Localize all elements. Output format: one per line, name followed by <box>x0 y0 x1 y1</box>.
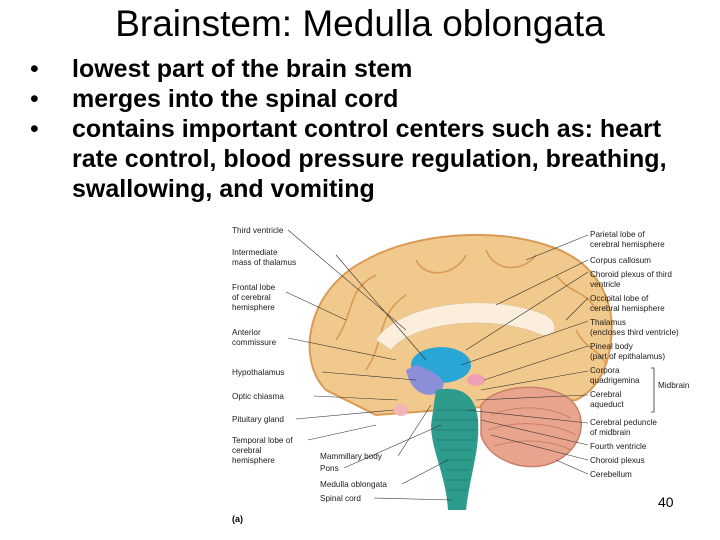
label-cerebral: Cerebral <box>590 390 622 399</box>
gyri-lines <box>335 249 607 371</box>
label-quadrigemina: quadrigemina <box>590 376 640 385</box>
label-temporal-hemisphere: hemisphere <box>232 456 275 465</box>
bullet-list: • lowest part of the brain stem • merges i… <box>26 54 706 204</box>
label-cerebellum: Cerebellum <box>590 470 632 479</box>
brainstem-shape <box>431 388 479 510</box>
label-corpora: Corpora <box>590 366 620 375</box>
label-occipital-lobe: Occipital lobe of <box>590 294 649 303</box>
label-hypothalamus: Hypothalamus <box>232 368 284 377</box>
cerebellum-folia <box>487 407 577 451</box>
label-of-midbrain: of midbrain <box>590 428 631 437</box>
brainstem-stripes <box>434 409 478 491</box>
label-medulla: Medulla oblongata <box>320 480 387 489</box>
label-third-ventricle: Third ventricle <box>232 226 284 235</box>
label-thalamus: Thalamus <box>590 318 626 327</box>
corpus-callosum-shape <box>375 302 556 351</box>
label-midbrain-group: Midbrain <box>658 381 690 390</box>
label-pineal: Pineal body <box>590 342 634 351</box>
slide-title: Brainstem: Medulla oblongata <box>115 3 605 44</box>
label-pineal-note: (part of epithalamus) <box>590 352 665 361</box>
bullet-text: lowest part of the brain stem <box>72 55 413 83</box>
label-thalamus-note: (encloses third ventricle) <box>590 328 679 337</box>
label-mass-thalamus: mass of thalamus <box>232 258 296 267</box>
label-choroid-third: Choroid plexus of third <box>590 270 672 279</box>
label-choroid-plexus: Choroid plexus <box>590 456 645 465</box>
bullet-item: • lowest part of the brain stem <box>26 54 706 84</box>
label-spinal-cord: Spinal cord <box>320 494 361 503</box>
leader-lines-right <box>460 234 589 475</box>
label-anterior: Anterior <box>232 328 261 337</box>
hypothalamus-shape <box>406 365 444 395</box>
bullet-dot: • <box>30 115 39 143</box>
label-occipital-hemisphere: cerebral hemisphere <box>590 304 665 313</box>
figure-panel-tag: (a) <box>232 514 243 524</box>
label-cerebral-peduncle: Cerebral peduncle <box>590 418 657 427</box>
label-choroid-ventricle: ventricle <box>590 280 621 289</box>
bullet-text: merges into the spinal cord <box>72 85 399 113</box>
leader-lines-left <box>285 229 453 501</box>
label-mammillary: Mammillary body <box>320 452 383 461</box>
cerebrum-shape <box>308 233 613 417</box>
label-intermediate: Intermediate <box>232 248 278 257</box>
label-pons: Pons <box>320 464 339 473</box>
label-pituitary: Pituitary gland <box>232 415 284 424</box>
label-commissure: commissure <box>232 338 277 347</box>
pituitary-shape <box>394 404 408 416</box>
brain-illustration: Third ventricle Intermediate mass of tha… <box>232 226 690 510</box>
label-optic-chiasma: Optic chiasma <box>232 392 284 401</box>
label-frontal-hemisphere: hemisphere <box>232 303 275 312</box>
slide-number: 40 <box>658 494 674 510</box>
bullet-item: • merges into the spinal cord <box>26 84 706 114</box>
label-corpus-callosum: Corpus callosum <box>590 256 651 265</box>
bullet-text: contains important control centers such … <box>72 115 667 203</box>
brain-sagittal-diagram: Third ventricle Intermediate mass of tha… <box>226 220 704 534</box>
pineal-shape <box>467 374 485 386</box>
label-parietal-hemisphere: cerebral hemisphere <box>590 240 665 249</box>
label-aqueduct: aqueduct <box>590 400 624 409</box>
label-fourth-ventricle: Fourth ventricle <box>590 442 647 451</box>
bullet-dot: • <box>30 85 39 113</box>
cerebellum-shape <box>480 386 582 468</box>
label-temporal-cerebral: cerebral <box>232 446 262 455</box>
bullet-dot: • <box>30 55 39 83</box>
label-parietal-lobe: Parietal lobe of <box>590 230 645 239</box>
midbrain-bracket <box>651 367 655 413</box>
label-frontal-cerebral: of cerebral <box>232 293 271 302</box>
label-temporal-lobe: Temporal lobe of <box>232 436 293 445</box>
bullet-item: • contains important control centers such… <box>26 114 706 204</box>
label-frontal-lobe: Frontal lobe <box>232 283 276 292</box>
